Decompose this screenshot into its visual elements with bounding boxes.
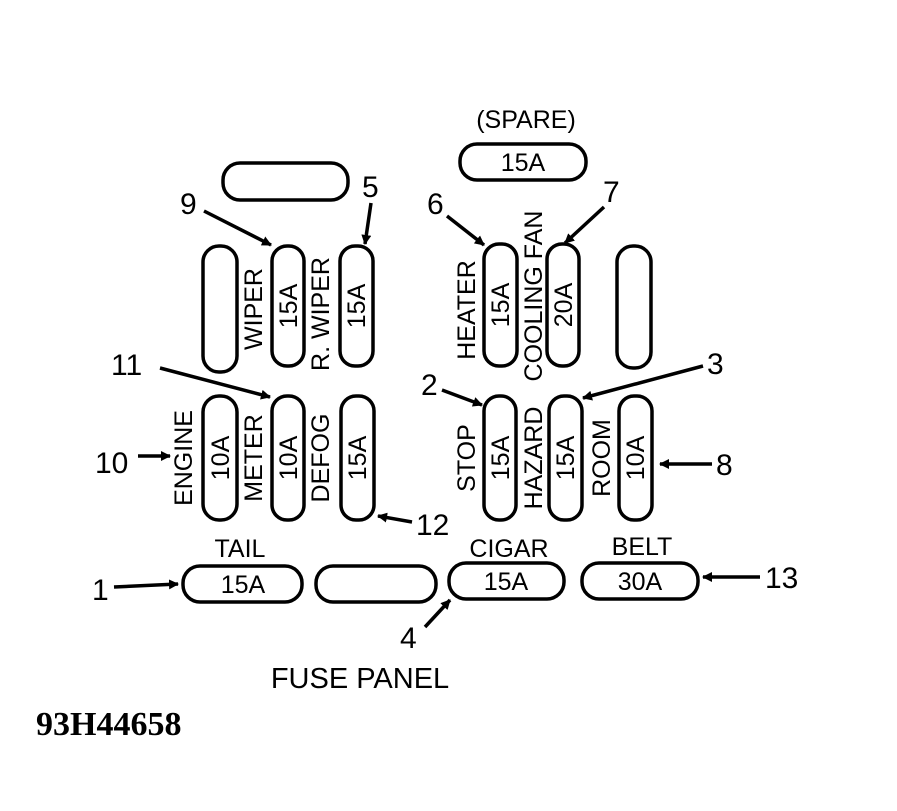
stop-label: STOP — [453, 424, 481, 492]
room-rating: 10A — [622, 435, 650, 480]
engine-label: ENGINE — [170, 410, 198, 506]
cooling-fan-rating: 20A — [550, 282, 578, 327]
fuse-stop — [482, 394, 518, 522]
belt-label: BELT — [612, 533, 673, 561]
callout-6-arrow — [445, 214, 486, 247]
heater-rating: 15A — [487, 282, 515, 327]
spare-rating: 15A — [501, 149, 546, 177]
callout-6: 6 — [427, 188, 444, 221]
callout-2: 2 — [421, 369, 438, 402]
defog-rating: 15A — [344, 435, 372, 480]
r-wiper-label: R. WIPER — [307, 257, 335, 371]
belt-rating: 30A — [618, 568, 663, 596]
fuse-room — [617, 394, 654, 522]
fuse-meter — [270, 394, 306, 522]
callout-12-arrow — [377, 512, 413, 524]
callout-12: 12 — [416, 509, 449, 542]
tail-label: TAIL — [215, 535, 266, 563]
hazard-label: HAZARD — [520, 407, 548, 510]
callout-2-arrow — [441, 388, 483, 407]
fuse-r-wiper — [338, 244, 375, 368]
meter-rating: 10A — [275, 435, 303, 480]
fuse-defog — [339, 394, 376, 522]
hazard-rating: 15A — [552, 435, 580, 480]
callout-1-arrow — [113, 579, 179, 590]
engine-rating: 10A — [207, 435, 235, 480]
fuse-tail — [181, 564, 304, 604]
diagram-caption: FUSE PANEL — [271, 663, 449, 695]
stop-rating: 15A — [487, 435, 515, 480]
fuse-cigar — [447, 561, 566, 601]
meter-label: METER — [240, 414, 268, 502]
callout-4: 4 — [400, 622, 417, 655]
fuse-empty-top — [221, 161, 350, 202]
cigar-rating: 15A — [484, 568, 529, 596]
fuse-empty-upper-left — [201, 244, 239, 374]
callout-5-arrow — [361, 202, 373, 245]
heater-label: HEATER — [453, 260, 481, 360]
fuse-belt — [580, 561, 700, 601]
fuse-cooling-fan — [545, 242, 581, 368]
r-wiper-rating: 15A — [343, 283, 371, 328]
callout-9-arrow — [203, 209, 272, 247]
figure-id: 93H44658 — [36, 706, 181, 743]
tail-rating: 15A — [221, 571, 266, 599]
fuse-wiper — [270, 244, 306, 368]
fuse-empty-upper-right — [615, 244, 653, 370]
defog-label: DEFOG — [307, 414, 335, 503]
callout-4-arrow — [423, 598, 452, 629]
fuse-empty-bottom — [314, 564, 438, 604]
callout-7: 7 — [603, 176, 620, 209]
room-label: ROOM — [588, 419, 616, 497]
callout-9: 9 — [180, 188, 197, 221]
wiper-rating: 15A — [275, 283, 303, 328]
fuse-hazard — [547, 394, 584, 522]
callout-3: 3 — [707, 348, 724, 381]
callout-13: 13 — [765, 562, 798, 595]
callout-5: 5 — [362, 171, 379, 204]
fuse-spare — [458, 142, 588, 182]
fuse-engine — [201, 394, 239, 522]
callout-8: 8 — [716, 449, 733, 482]
callout-1: 1 — [92, 574, 109, 607]
spare-label: (SPARE) — [476, 106, 576, 134]
callout-3-arrow — [582, 364, 704, 401]
cigar-label: CIGAR — [469, 535, 548, 563]
cooling-fan-label: COOLING FAN — [520, 211, 548, 382]
callout-11-arrow — [159, 366, 271, 400]
fuse-heater — [482, 242, 519, 368]
callout-11: 11 — [111, 349, 142, 382]
callout-10: 10 — [95, 447, 128, 480]
callout-7-arrow — [563, 205, 606, 245]
wiper-label: WIPER — [240, 268, 268, 350]
